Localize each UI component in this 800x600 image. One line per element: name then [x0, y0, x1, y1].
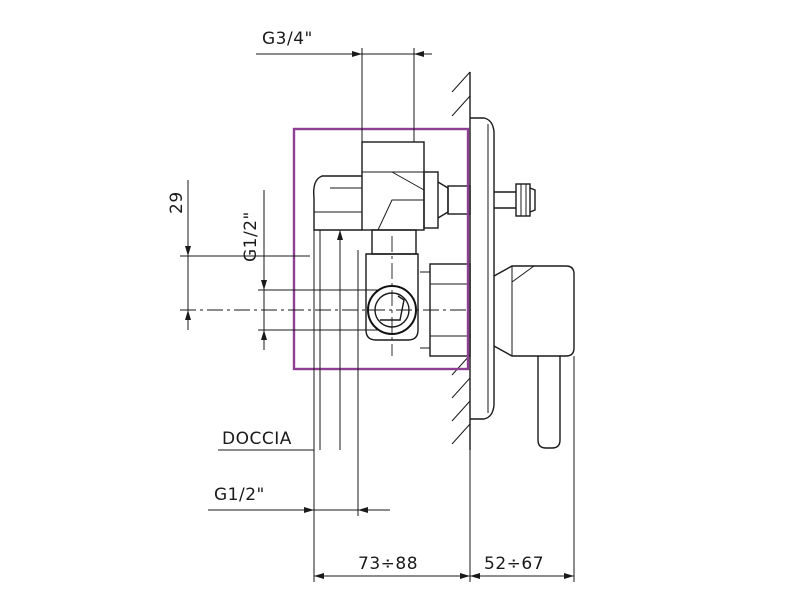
centerlines	[180, 236, 470, 356]
label-outlet: DOCCIA	[222, 429, 292, 449]
wall	[451, 71, 471, 450]
label-bottom-thread: G1/2"	[214, 485, 265, 505]
label-dim-29: 29	[167, 191, 187, 214]
dim-29	[180, 180, 310, 330]
label-side-thread: G1/2"	[241, 211, 261, 262]
label-depth-wall: 73÷88	[358, 554, 418, 574]
dim-bottom-thread	[208, 250, 390, 516]
cartridge	[423, 171, 536, 229]
label-top-thread: G3/4"	[262, 29, 313, 49]
mixer-handle	[493, 265, 575, 449]
outlet-leader	[218, 230, 343, 451]
dim-top-thread	[256, 48, 432, 142]
cover-plate	[470, 117, 495, 420]
label-depth-front: 52÷67	[484, 554, 544, 574]
dim-side-thread	[258, 190, 380, 350]
dim-depth	[313, 356, 575, 582]
installation-box-frame	[292, 127, 470, 371]
